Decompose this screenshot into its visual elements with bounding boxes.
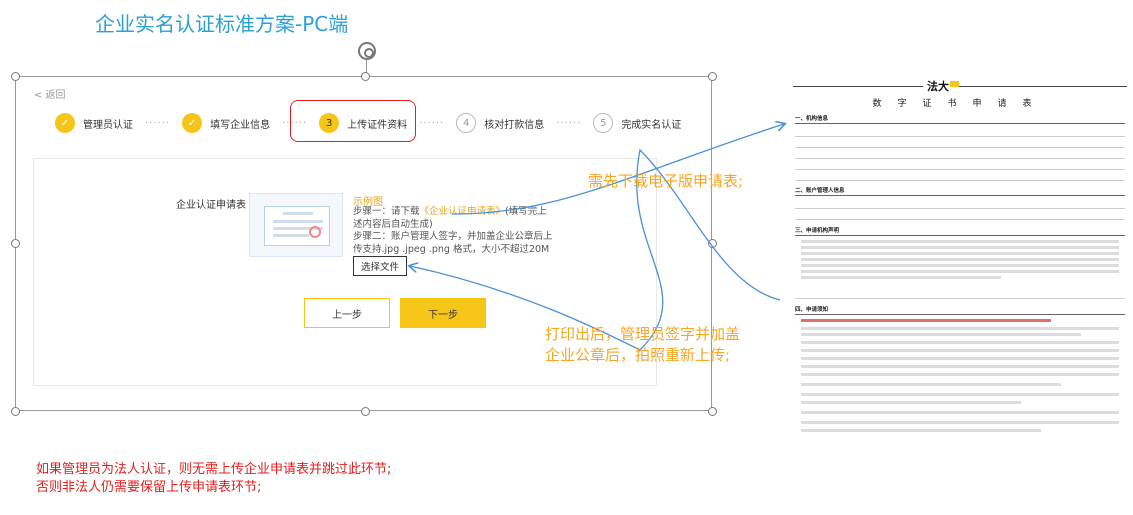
- step-company-info: ✓ 填写企业信息: [182, 113, 270, 133]
- step-complete: 5 完成实名认证: [593, 113, 681, 133]
- step-admin-auth: ✓ 管理员认证: [55, 113, 133, 133]
- step-upload-docs: 3 上传证件资料: [319, 113, 407, 133]
- step-separator: ······: [282, 117, 308, 129]
- note-line: 如果管理员为法人认证，则无需上传企业申请表并跳过此环节;: [36, 462, 392, 477]
- step-verify-payment: 4 核对打款信息: [456, 113, 544, 133]
- doc-section: 三、申请机构声明: [795, 226, 1125, 236]
- download-form-link[interactable]: 《企业认证申请表》: [419, 206, 506, 217]
- instruction-text: 步骤二：账户管理人签字，并加盖企业公章后上传支持.jpg .jpeg .png …: [353, 231, 553, 255]
- rotate-handle-line: [366, 60, 367, 76]
- step-label: 管理员认证: [83, 119, 133, 131]
- step-label: 核对打款信息: [484, 119, 545, 131]
- check-icon: ✓: [55, 113, 75, 133]
- resize-handle-tm[interactable]: [361, 72, 370, 81]
- arrow-to-choose-file: [410, 148, 781, 351]
- step-separator: ······: [145, 117, 171, 129]
- step-label: 上传证件资料: [347, 119, 408, 131]
- progress-steps: ✓ 管理员认证 ······ ✓ 填写企业信息 ······ 3 上传证件资料 …: [55, 111, 681, 135]
- arrow-to-document: [451, 124, 784, 215]
- next-button[interactable]: 下一步: [400, 298, 486, 328]
- resize-handle-br[interactable]: [708, 407, 717, 416]
- conditional-note: 如果管理员为法人认证，则无需上传企业申请表并跳过此环节; 否则非法人仍需要保留上…: [36, 461, 391, 497]
- document-title: 数字证书申请表: [872, 99, 1048, 109]
- step-number: 3: [319, 113, 340, 133]
- step-number: 4: [456, 113, 477, 133]
- step-number: 5: [593, 113, 614, 133]
- step-separator: ······: [419, 117, 445, 129]
- choose-file-button[interactable]: 选择文件: [353, 256, 407, 276]
- prev-button[interactable]: 上一步: [304, 298, 390, 328]
- page-title: 企业实名认证标准方案-PC端: [95, 12, 349, 36]
- check-icon: ✓: [182, 113, 203, 133]
- upload-instructions: 步骤一：请下载《企业认证申请表》(填写完上述内容后自动生成) 步骤二：账户管理人…: [353, 206, 553, 256]
- form-field-label: 企业认证申请表: [176, 200, 246, 211]
- note-line: 否则非法人仍需要保留上传申请表环节;: [36, 480, 262, 495]
- stamp-icon: [309, 226, 321, 238]
- step-label: 填写企业信息: [210, 119, 271, 131]
- resize-handle-tr[interactable]: [708, 72, 717, 81]
- application-form-document: 法大 数字证书申请表 一、机构信息 二、账户管理人信息 三、申请机构声明 四、申…: [793, 76, 1127, 492]
- doc-section: 四、申请须知: [795, 305, 1125, 315]
- resize-handle-ml[interactable]: [11, 239, 20, 248]
- resize-handle-bm[interactable]: [361, 407, 370, 416]
- resize-handle-tl[interactable]: [11, 72, 20, 81]
- fadada-logo-icon: 法大: [923, 78, 959, 94]
- back-link[interactable]: < 返回: [34, 90, 66, 101]
- resize-handle-mr[interactable]: [708, 239, 717, 248]
- doc-section: 二、账户管理人信息: [795, 186, 1125, 196]
- resize-handle-bl[interactable]: [11, 407, 20, 416]
- upload-note: 打印出后，管理员签字并加盖企业公章后，拍照重新上传;: [545, 325, 741, 364]
- doc-section: 一、机构信息: [795, 114, 1125, 124]
- rotate-handle-icon[interactable]: [358, 42, 376, 60]
- sample-image: [249, 193, 343, 257]
- instruction-text: 步骤一：请下载: [353, 206, 420, 217]
- upload-card: [33, 158, 657, 386]
- step-label: 完成实名认证: [621, 119, 682, 131]
- instruction-text: (填写完上述内容后自动生成): [353, 206, 547, 230]
- current-step-highlight: [290, 100, 416, 142]
- download-note: 需先下载电子版申请表;: [588, 172, 744, 190]
- sample-label: 示例图: [353, 197, 383, 208]
- step-separator: ······: [556, 117, 582, 129]
